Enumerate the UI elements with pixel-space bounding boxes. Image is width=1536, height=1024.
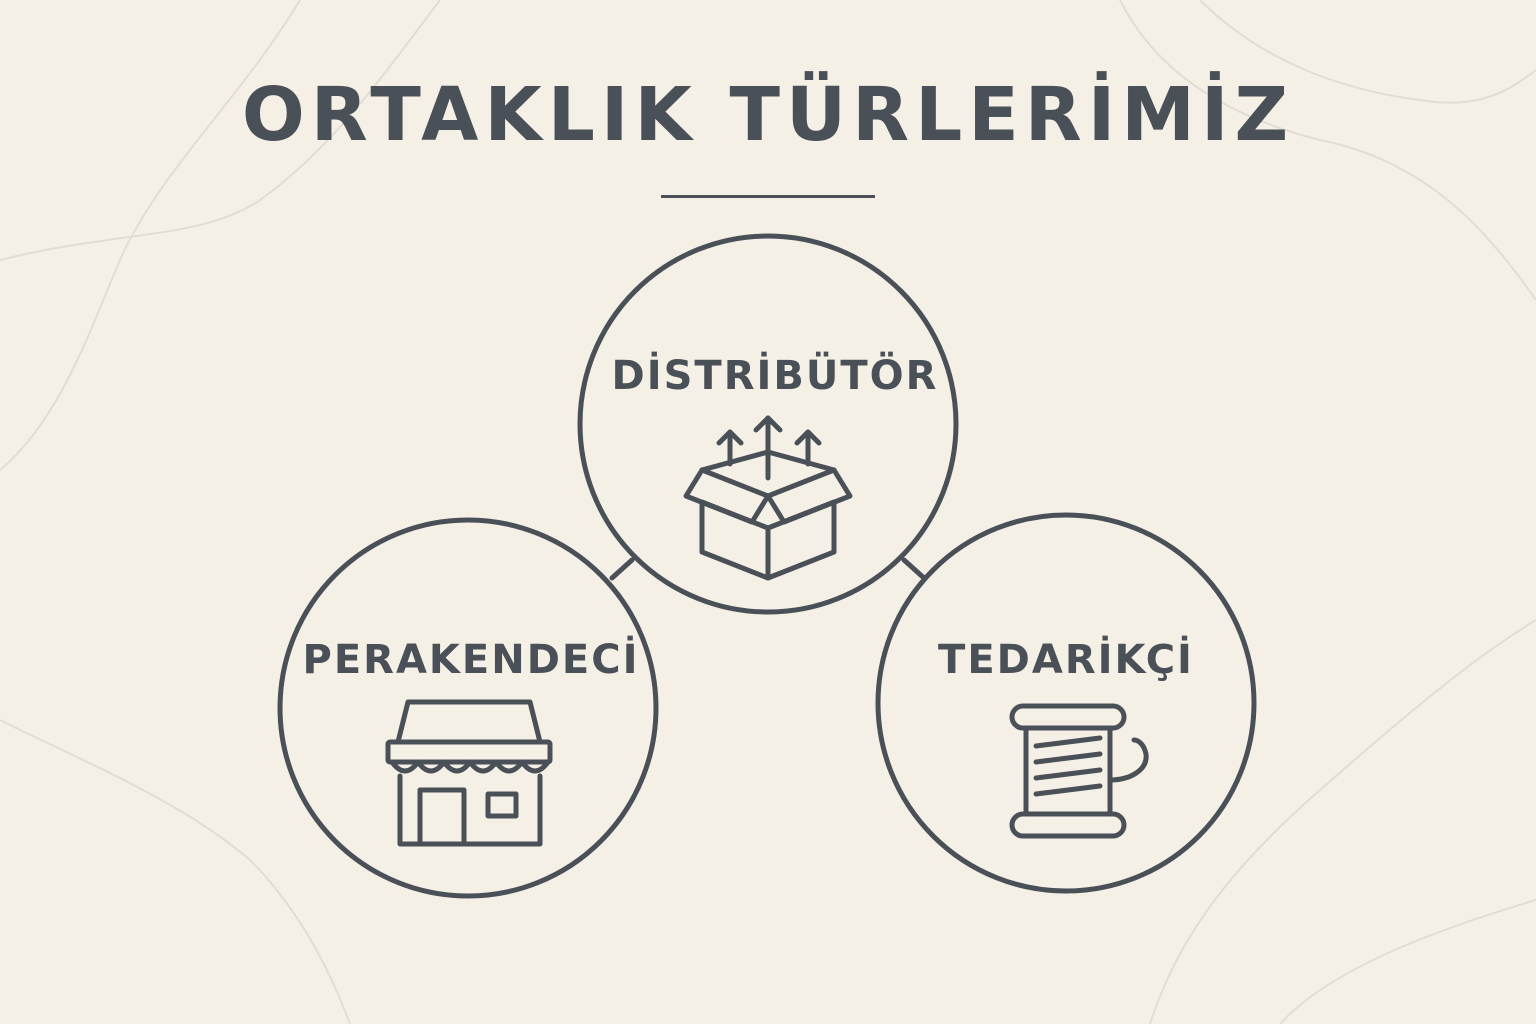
node-distributor-label: DİSTRİBÜTÖR <box>612 351 939 399</box>
title-underline <box>661 195 875 198</box>
node-supplier-circle <box>875 512 1257 894</box>
node-retailer: PERAKENDECİ <box>303 635 640 847</box>
storefront-icon <box>385 699 553 847</box>
connector-left <box>609 557 635 581</box>
node-distributor-circle <box>577 233 959 615</box>
thread-spool-icon <box>1009 703 1149 839</box>
page-title: ORTAKLIK TÜRLERİMİZ <box>241 72 1295 158</box>
node-retailer-circle <box>277 517 659 899</box>
open-box-arrows-icon <box>683 415 853 581</box>
node-supplier: TEDARİKÇİ <box>938 635 1194 839</box>
node-supplier-label: TEDARİKÇİ <box>938 635 1194 683</box>
node-distributor: DİSTRİBÜTÖR <box>612 351 939 581</box>
connector-right <box>901 557 927 581</box>
node-retailer-label: PERAKENDECİ <box>303 635 640 683</box>
